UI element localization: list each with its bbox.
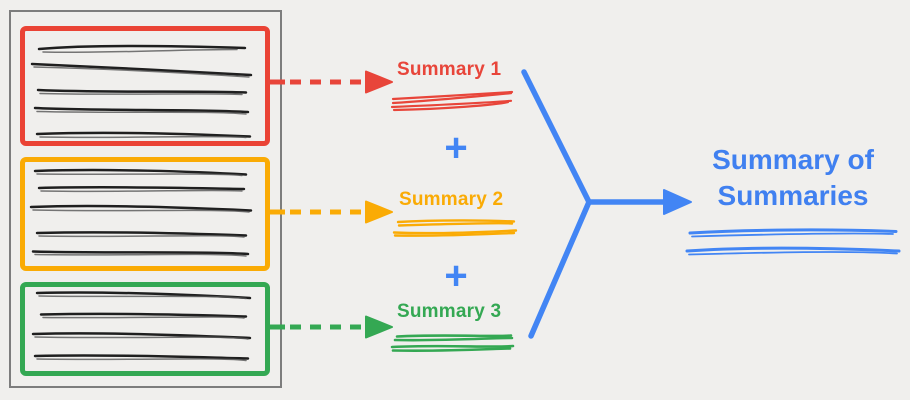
chunk-1-text-scribbles — [30, 44, 253, 139]
chunk-2-text-scribbles — [29, 168, 253, 257]
summary-2-label: Summary 2 — [399, 189, 504, 210]
source-document — [9, 10, 282, 388]
summary-1-underline-scribble — [390, 90, 514, 112]
result-underline-scribble — [685, 228, 901, 256]
summary-2-underline-scribble — [392, 219, 518, 237]
dashed-arrow-chunk1-to-summary1 — [268, 70, 393, 94]
plus-operator-2: + — [444, 254, 468, 298]
document-chunk-2 — [20, 157, 270, 271]
summary-1-label: Summary 1 — [397, 59, 502, 80]
document-chunk-1 — [20, 26, 270, 146]
document-chunk-3 — [20, 282, 270, 376]
summary-of-summaries-label: Summary of Summaries — [712, 144, 874, 211]
summary-3-label: Summary 3 — [397, 301, 502, 322]
chunk-3-text-scribbles — [31, 291, 252, 362]
dashed-arrow-chunk2-to-summary2 — [266, 200, 393, 224]
plus-operator-1: + — [444, 126, 468, 170]
merge-arrow — [521, 69, 692, 339]
dashed-arrow-chunk3-to-summary3 — [268, 315, 393, 339]
summary-3-underline-scribble — [390, 334, 515, 352]
